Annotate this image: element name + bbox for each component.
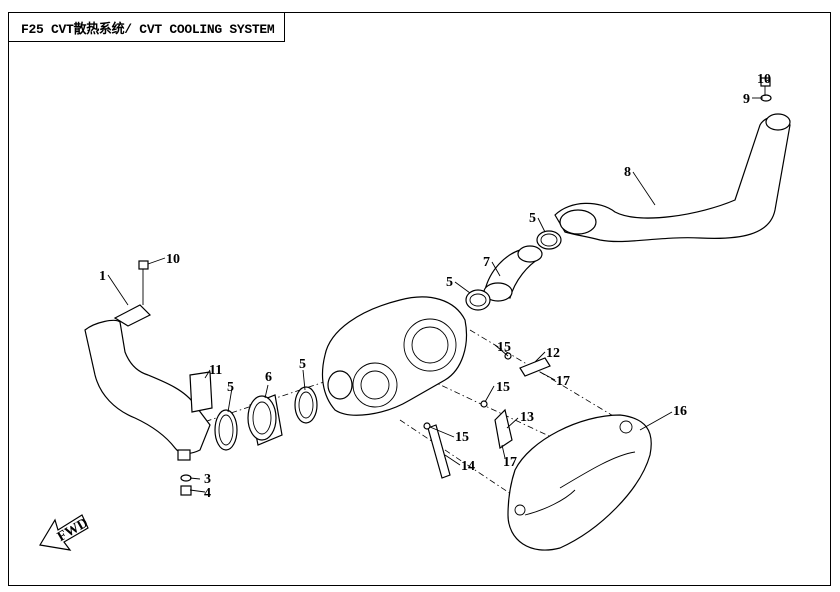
part-16-cvt-cover	[507, 414, 652, 551]
part-15-screw	[480, 400, 488, 408]
part-7-elbow-duct	[483, 245, 543, 302]
callout-13: 13	[520, 410, 534, 425]
callout-5: 5	[446, 275, 453, 290]
callout-15: 15	[497, 340, 511, 355]
assembly-axis-line	[429, 379, 601, 461]
part-6-coupling	[247, 394, 283, 446]
part-3-fastener	[180, 474, 192, 482]
callout-6: 6	[265, 370, 272, 385]
part-1-intake-duct	[84, 304, 211, 461]
callout-5: 5	[299, 357, 306, 372]
callout-5: 5	[529, 211, 536, 226]
callout-4: 4	[204, 486, 211, 501]
part-10-bolt	[138, 260, 149, 305]
callout-11: 11	[209, 363, 222, 378]
part-12-bracket	[519, 357, 551, 377]
part-4-grommet	[180, 485, 192, 496]
callout-9: 9	[743, 92, 750, 107]
callout-15: 15	[455, 430, 469, 445]
callout-16: 16	[673, 404, 687, 419]
callout-10: 10	[757, 72, 771, 87]
drawing-title: F25 CVT散热系统/ CVT COOLING SYSTEM	[8, 12, 285, 42]
callout-14: 14	[461, 459, 475, 474]
drawing-frame	[8, 12, 831, 586]
part-5-clamp	[214, 409, 238, 451]
callout-12: 12	[546, 346, 560, 361]
callout-3: 3	[204, 472, 211, 487]
cvt-housing	[321, 296, 468, 416]
part-5-clamp	[536, 230, 562, 250]
callout-8: 8	[624, 165, 631, 180]
callout-17: 17	[503, 455, 517, 470]
part-14-bracket	[427, 424, 451, 479]
callout-7: 7	[483, 255, 490, 270]
callout-5: 5	[227, 380, 234, 395]
callout-17: 17	[556, 374, 570, 389]
forward-direction-arrow: FWD	[39, 514, 91, 551]
part-15-screw	[423, 422, 431, 430]
callout-1: 1	[99, 269, 106, 284]
callout-10: 10	[166, 252, 180, 267]
callout-15: 15	[496, 380, 510, 395]
part-5-clamp	[294, 386, 318, 424]
assembly-axis-line	[399, 419, 521, 501]
part-5-clamp	[465, 289, 491, 311]
part-8-outlet-duct	[554, 113, 791, 243]
part-13-bracket	[494, 408, 513, 450]
leader-lines	[107, 78, 771, 493]
part-11-seal	[189, 371, 213, 413]
